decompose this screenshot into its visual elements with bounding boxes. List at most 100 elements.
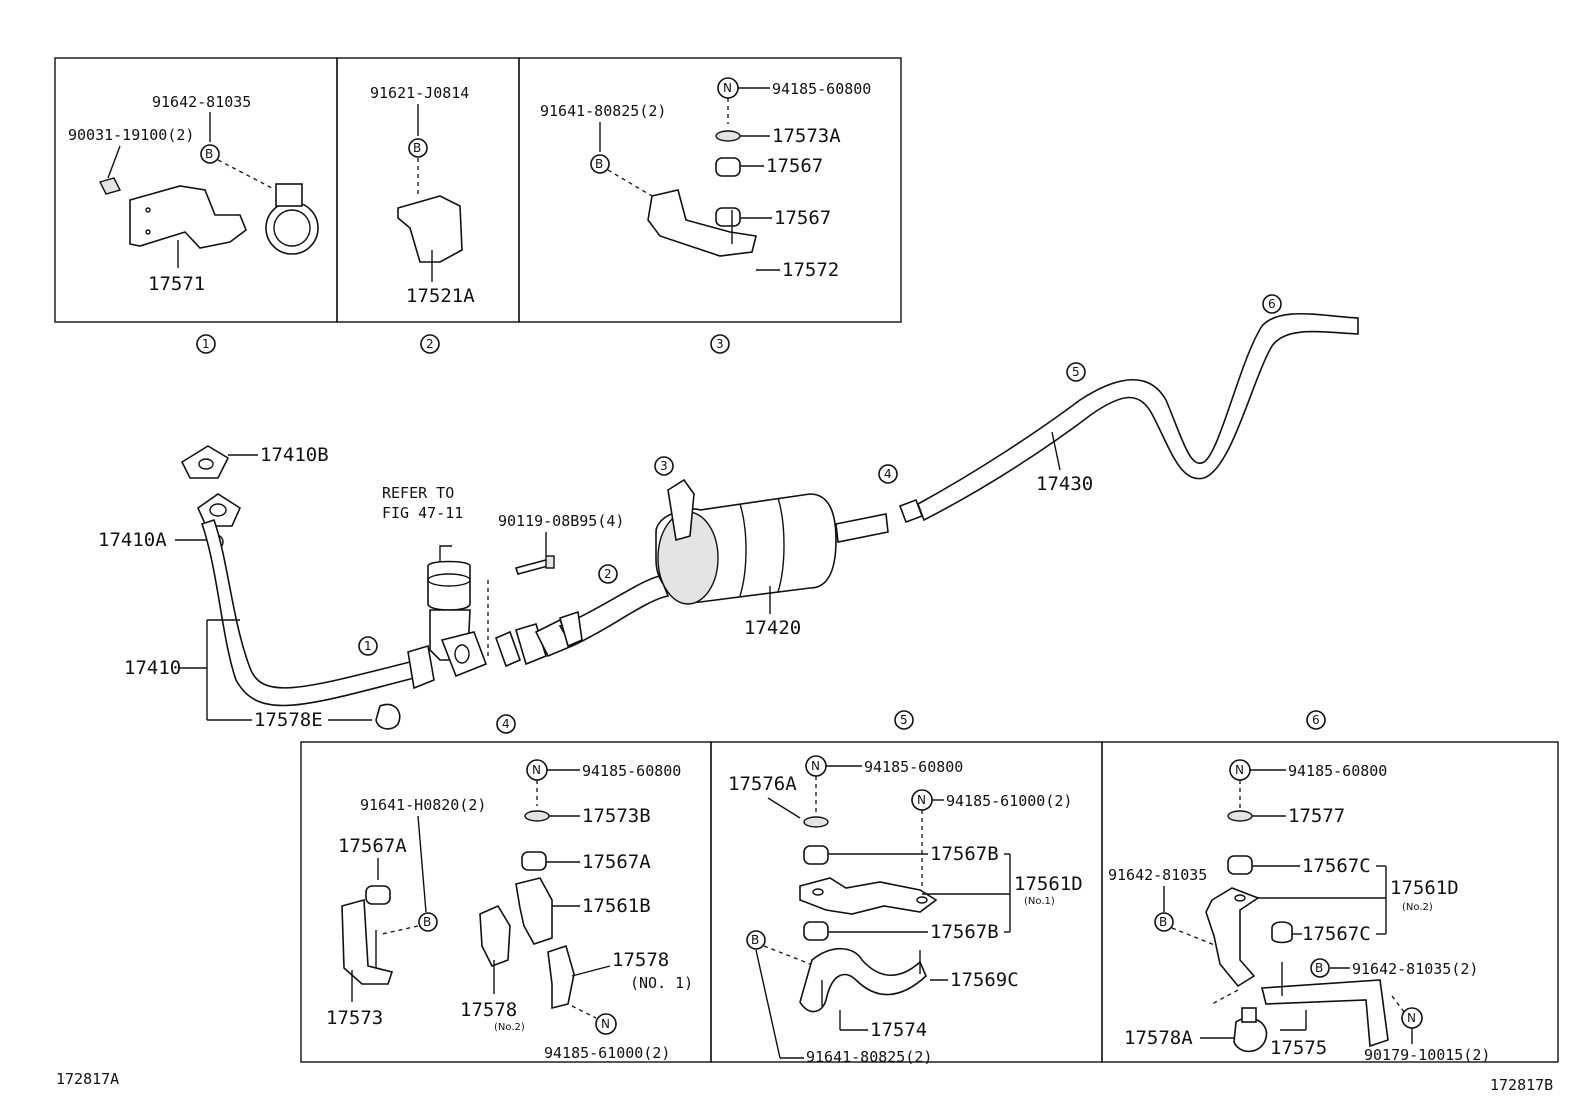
clamp-17578-no1[interactable] (547, 944, 575, 1010)
part-90179-10015[interactable]: 90179-10015(2) (1364, 1046, 1490, 1064)
callout-6-main: 6 (1268, 297, 1276, 311)
callout-1: 1 (202, 337, 210, 351)
part-17567C-top[interactable]: 17567C (1302, 855, 1371, 877)
label-no2: (No.2) (1402, 902, 1433, 913)
part-94185-60800[interactable]: 94185-60800 (864, 758, 963, 776)
label-no2: (No.2) (494, 1022, 525, 1033)
bracket-17575[interactable] (1260, 979, 1389, 1048)
part-91642-81035-2[interactable]: 91642-81035(2) (1352, 960, 1478, 978)
tail-pipe-17430[interactable] (917, 312, 1359, 522)
part-17561D-no2[interactable]: 17561D (1390, 877, 1459, 899)
part-17569C[interactable]: 17569C (950, 969, 1019, 991)
part-94185-61000[interactable]: 94185-61000(2) (544, 1044, 670, 1062)
part-17577[interactable]: 17577 (1288, 805, 1345, 827)
part-94185-60800[interactable]: 94185-60800 (772, 80, 871, 98)
part-17567C-bottom[interactable]: 17567C (1302, 923, 1371, 945)
main-exhaust-assembly: 17410B 17410A 17410 17578E 1 REFER TO FI… (98, 294, 1359, 731)
nut-letter: N (532, 763, 541, 777)
clamp-17578A[interactable] (1233, 1017, 1268, 1053)
part-17578-no1[interactable]: 17578 (612, 949, 669, 971)
washer-17577[interactable] (1227, 810, 1253, 822)
washer-17573B[interactable] (524, 810, 550, 822)
cushion-17567-top[interactable] (715, 157, 741, 177)
part-17430[interactable]: 17430 (1036, 473, 1093, 495)
bolt-90119[interactable] (514, 559, 550, 575)
cushion-17567A-left[interactable] (365, 885, 391, 905)
front-pipe-17410[interactable] (200, 518, 415, 707)
nut-letter: N (1235, 763, 1244, 777)
converter-flange (440, 631, 488, 678)
bolt-symbol (1154, 912, 1174, 932)
part-17561D-no1[interactable]: 17561D (1014, 873, 1083, 895)
part-91642-81035[interactable]: 91642-81035 (152, 93, 251, 111)
bracket-17573[interactable] (341, 898, 394, 985)
part-17573[interactable]: 17573 (326, 1007, 383, 1029)
part-17567-bottom[interactable]: 17567 (774, 207, 831, 229)
center-pipe[interactable] (558, 575, 670, 648)
bracket-17561D-no1[interactable] (799, 877, 938, 915)
part-17410A[interactable]: 17410A (98, 529, 167, 551)
bracket-17561B[interactable] (515, 877, 553, 945)
heat-insulator-17521A[interactable] (397, 195, 463, 263)
part-17578-no2[interactable]: 17578 (460, 999, 517, 1021)
front-pipe-flange (197, 493, 242, 527)
part-17567B-bottom[interactable]: 17567B (930, 921, 999, 943)
part-17575[interactable]: 17575 (1270, 1037, 1327, 1059)
part-91641-H0820[interactable]: 91641-H0820(2) (360, 796, 486, 814)
bracket-17561D-no2[interactable] (1205, 887, 1260, 988)
nut-letter: N (811, 759, 820, 773)
bolt-letter: B (423, 915, 431, 929)
nut-letter-2: N (601, 1017, 610, 1031)
cushion-17567B-bottom[interactable] (803, 921, 829, 941)
part-17567B-top[interactable]: 17567B (930, 843, 999, 865)
detail-box-4: N 94185-60800 17573B 91641-H0820(2) B 17… (300, 741, 712, 1063)
part-17567-top[interactable]: 17567 (766, 155, 823, 177)
bolt-head (545, 555, 555, 569)
part-17578E[interactable]: 17578E (254, 709, 323, 731)
washer-17573A[interactable] (715, 130, 741, 142)
part-91642-81035[interactable]: 91642-81035 (1108, 866, 1207, 884)
part-17521A[interactable]: 17521A (406, 285, 475, 307)
part-17410B[interactable]: 17410B (260, 444, 329, 466)
gasket-17410B[interactable] (180, 445, 230, 479)
part-17574[interactable]: 17574 (870, 1019, 927, 1041)
cushion-17567A-right[interactable] (521, 851, 547, 871)
part-17572[interactable]: 17572 (782, 259, 839, 281)
cushion-17567B-top[interactable] (803, 845, 829, 865)
callout-1-main: 1 (364, 639, 372, 653)
part-17573B[interactable]: 17573B (582, 805, 651, 827)
detail-box-1: 91642-81035 B 90031-19100(2) 17571 (54, 57, 338, 323)
clamp-17574[interactable] (799, 947, 927, 1013)
callout-4: 4 (502, 717, 510, 731)
part-90119-08B95[interactable]: 90119-08B95(4) (498, 512, 624, 530)
cushion-17567C-top[interactable] (1227, 855, 1253, 875)
part-17571[interactable]: 17571 (148, 273, 205, 295)
part-90031-19100[interactable]: 90031-19100(2) (68, 126, 194, 144)
part-17573A[interactable]: 17573A (772, 125, 841, 147)
clamp-17578-no2[interactable] (479, 904, 511, 968)
part-91621-J0814[interactable]: 91621-J0814 (370, 84, 469, 102)
part-17561B[interactable]: 17561B (582, 895, 651, 917)
washer-17576A[interactable] (803, 816, 829, 828)
bolt-part (98, 177, 122, 195)
bracket-17571[interactable] (129, 185, 247, 249)
part-94185-60800[interactable]: 94185-60800 (582, 762, 681, 780)
cushion-17567C-bottom[interactable] (1271, 921, 1293, 944)
part-17567A-left[interactable]: 17567A (338, 835, 407, 857)
part-91641-80825[interactable]: 91641-80825(2) (806, 1048, 932, 1066)
part-17410[interactable]: 17410 (124, 657, 181, 679)
callout-5-main: 5 (1072, 365, 1080, 379)
part-17420[interactable]: 17420 (744, 617, 801, 639)
part-91641-80825[interactable]: 91641-80825(2) (540, 102, 666, 120)
cushion-17567-bottom[interactable] (715, 207, 741, 227)
callout-3-main: 3 (660, 459, 668, 473)
label-no1: (No.1) (1024, 896, 1055, 907)
part-94185-61000[interactable]: 94185-61000(2) (946, 792, 1072, 810)
part-17567A-right[interactable]: 17567A (582, 851, 651, 873)
part-94185-60800[interactable]: 94185-60800 (1288, 762, 1387, 780)
bracket-17572[interactable] (647, 189, 757, 257)
part-17576A[interactable]: 17576A (728, 773, 797, 795)
part-17578A[interactable]: 17578A (1124, 1027, 1193, 1049)
clamp-17578E[interactable] (375, 703, 401, 730)
callout-3: 3 (716, 337, 724, 351)
